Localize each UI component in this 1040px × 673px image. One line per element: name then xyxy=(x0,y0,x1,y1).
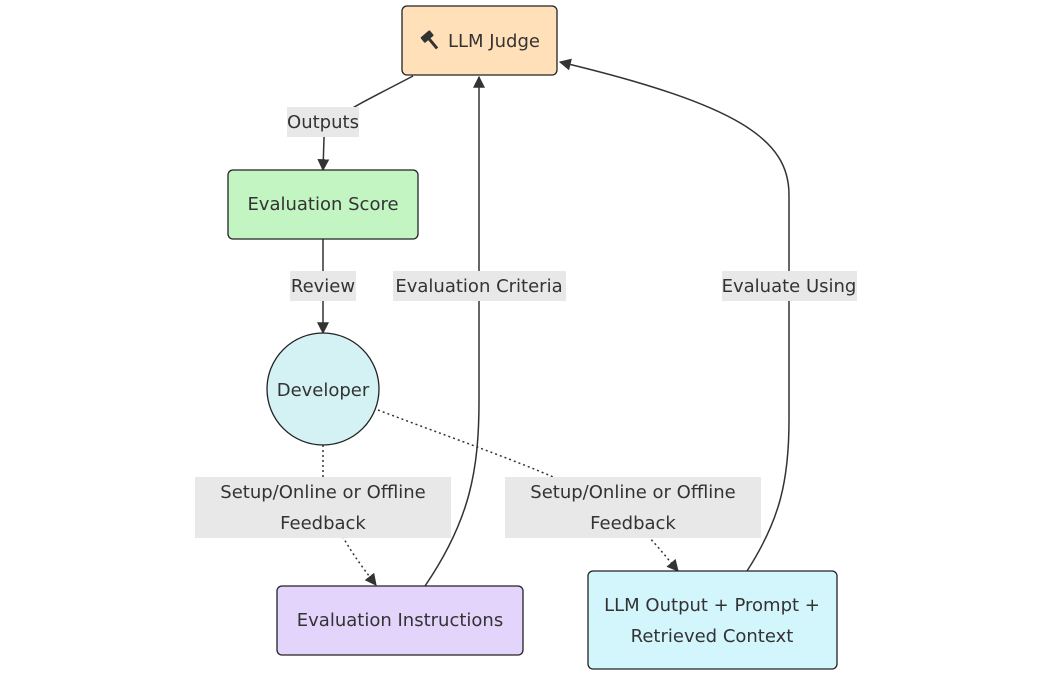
edge-label-outputs-text: Outputs xyxy=(287,112,359,133)
edge-label-setup-left-line1: Setup/Online or Offline xyxy=(220,482,425,503)
node-evaluation-instructions[interactable]: Evaluation Instructions xyxy=(276,585,524,656)
edge-label-setup-left: Setup/Online or Offline Feedback xyxy=(195,477,451,538)
edge-label-setup-left-line2: Feedback xyxy=(280,513,366,534)
node-llm-judge[interactable]: LLM Judge xyxy=(401,5,558,76)
edge-evaluate-using xyxy=(558,58,790,572)
edge-label-evaluate-using-text: Evaluate Using xyxy=(722,276,857,297)
edge-labels: Outputs Review Evaluation Criteria Evalu… xyxy=(195,107,857,538)
node-evaluation-instructions-label: Evaluation Instructions xyxy=(297,610,503,631)
edge-label-setup-right: Setup/Online or Offline Feedback xyxy=(505,477,761,538)
node-evaluation-score-label: Evaluation Score xyxy=(247,194,398,215)
nodes: LLM Judge Evaluation Score Developer Eva… xyxy=(227,5,838,670)
node-llm-judge-label: LLM Judge xyxy=(448,31,540,52)
edge-label-review-text: Review xyxy=(291,276,355,297)
edge-label-setup-right-line1: Setup/Online or Offline xyxy=(530,482,735,503)
edge-label-setup-right-line2: Feedback xyxy=(590,513,676,534)
gavel-icon xyxy=(420,30,439,50)
node-developer[interactable]: Developer xyxy=(266,332,380,446)
edge-label-evaluation-criteria-text: Evaluation Criteria xyxy=(395,276,562,297)
node-developer-label: Developer xyxy=(277,380,370,401)
edge-label-evaluation-criteria: Evaluation Criteria xyxy=(393,271,566,301)
node-llm-output[interactable]: LLM Output + Prompt + Retrieved Context xyxy=(587,570,838,670)
node-llm-output-label-line1: LLM Output + Prompt + xyxy=(604,595,820,616)
node-llm-output-label-line2: Retrieved Context xyxy=(631,626,794,647)
edge-label-outputs: Outputs xyxy=(287,107,359,137)
edge-label-review: Review xyxy=(290,271,356,301)
node-evaluation-score[interactable]: Evaluation Score xyxy=(227,169,419,240)
edge-label-evaluate-using: Evaluate Using xyxy=(722,271,857,301)
edge-evaluation-criteria xyxy=(424,75,485,587)
